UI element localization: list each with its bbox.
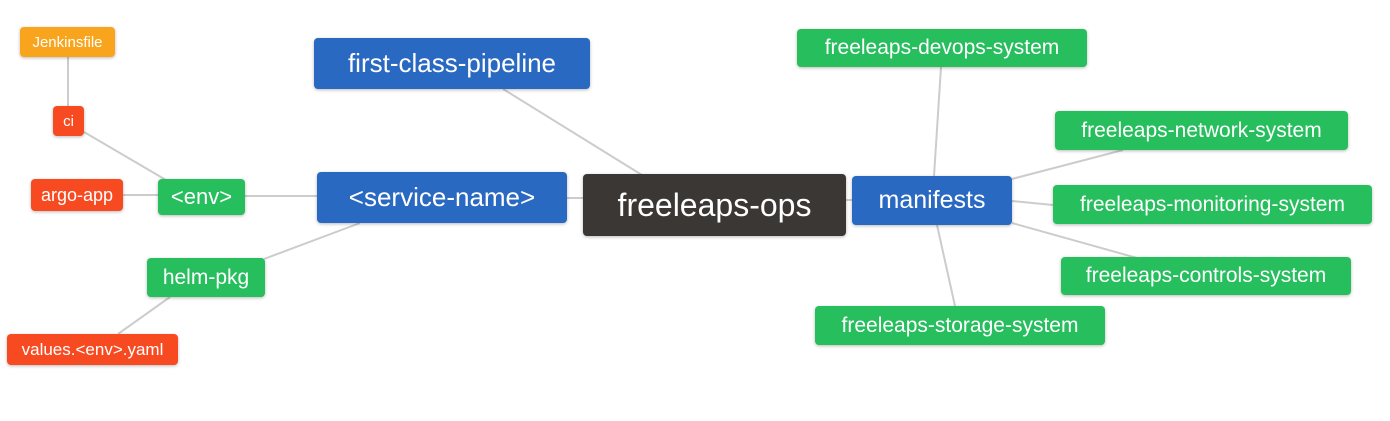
node-devops-system[interactable]: freeleaps-devops-system: [797, 29, 1087, 67]
node-values-env-yaml[interactable]: values.<env>.yaml: [7, 334, 178, 365]
node-ci[interactable]: ci: [53, 106, 84, 136]
edge-manifests-network: [1011, 149, 1124, 180]
node-env[interactable]: <env>: [158, 179, 245, 215]
edge-helm-pkg-values: [117, 296, 171, 335]
node-service-name[interactable]: <service-name>: [317, 172, 567, 223]
edge-service-name-helm-pkg: [263, 222, 361, 260]
node-controls-system[interactable]: freeleaps-controls-system: [1061, 257, 1351, 295]
node-helm-pkg[interactable]: helm-pkg: [147, 258, 265, 297]
node-network-system[interactable]: freeleaps-network-system: [1055, 111, 1348, 150]
node-argo-app[interactable]: argo-app: [31, 179, 123, 211]
node-storage-system[interactable]: freeleaps-storage-system: [815, 306, 1105, 345]
node-manifests[interactable]: manifests: [852, 176, 1012, 225]
edge-manifests-devops: [933, 66, 942, 177]
edge-pipeline-freeleaps-ops: [502, 88, 643, 176]
edge-manifests-monitoring: [1011, 200, 1054, 206]
node-freeleaps-ops[interactable]: freeleaps-ops: [583, 174, 846, 236]
edge-manifests-controls: [1011, 222, 1138, 259]
edge-ci-env: [83, 131, 167, 181]
node-first-class-pipeline[interactable]: first-class-pipeline: [314, 38, 590, 89]
edge-manifests-storage: [936, 224, 956, 307]
node-jenkinsfile[interactable]: Jenkinsfile: [20, 27, 115, 57]
node-monitoring-system[interactable]: freeleaps-monitoring-system: [1053, 185, 1372, 224]
